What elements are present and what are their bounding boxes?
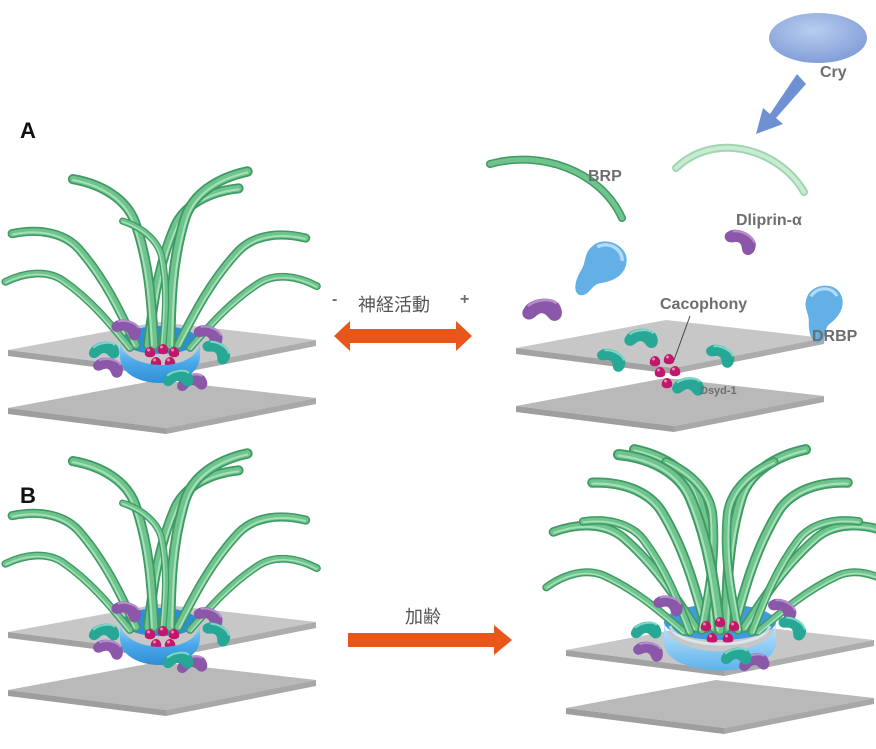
cacophony-pointer	[673, 315, 691, 361]
active-zone-intact-b	[5, 449, 317, 716]
aging-label: 加齢	[405, 607, 441, 628]
label-cry: Cry	[820, 64, 847, 81]
aging-arrow	[348, 625, 512, 655]
active-zone-aged	[546, 442, 876, 734]
label-drbp: DRBP	[812, 328, 858, 345]
label-dliprin: Dliprin-α	[736, 212, 802, 229]
drbp-protein	[571, 234, 633, 307]
cry-arrow	[756, 74, 806, 134]
label-brp: BRP	[588, 168, 622, 185]
panel-label-a: A	[20, 118, 36, 143]
active-zone-intact-a	[5, 167, 317, 434]
dliprin-protein	[519, 294, 565, 327]
activity-plus-sign: +	[460, 291, 469, 308]
activity-double-arrow	[334, 321, 472, 351]
cry-protein	[769, 13, 867, 63]
activity-minus-sign: -	[332, 291, 337, 308]
label-dsyd: Dsyd-1	[700, 385, 737, 397]
active-zone-dissociated	[486, 13, 867, 432]
brp-filament-degraded	[672, 143, 808, 196]
panel-label-b: B	[20, 483, 36, 508]
activity-label: 神経活動	[358, 295, 430, 316]
label-cacophony: Cacophony	[660, 296, 747, 313]
brp-filament	[486, 155, 626, 222]
